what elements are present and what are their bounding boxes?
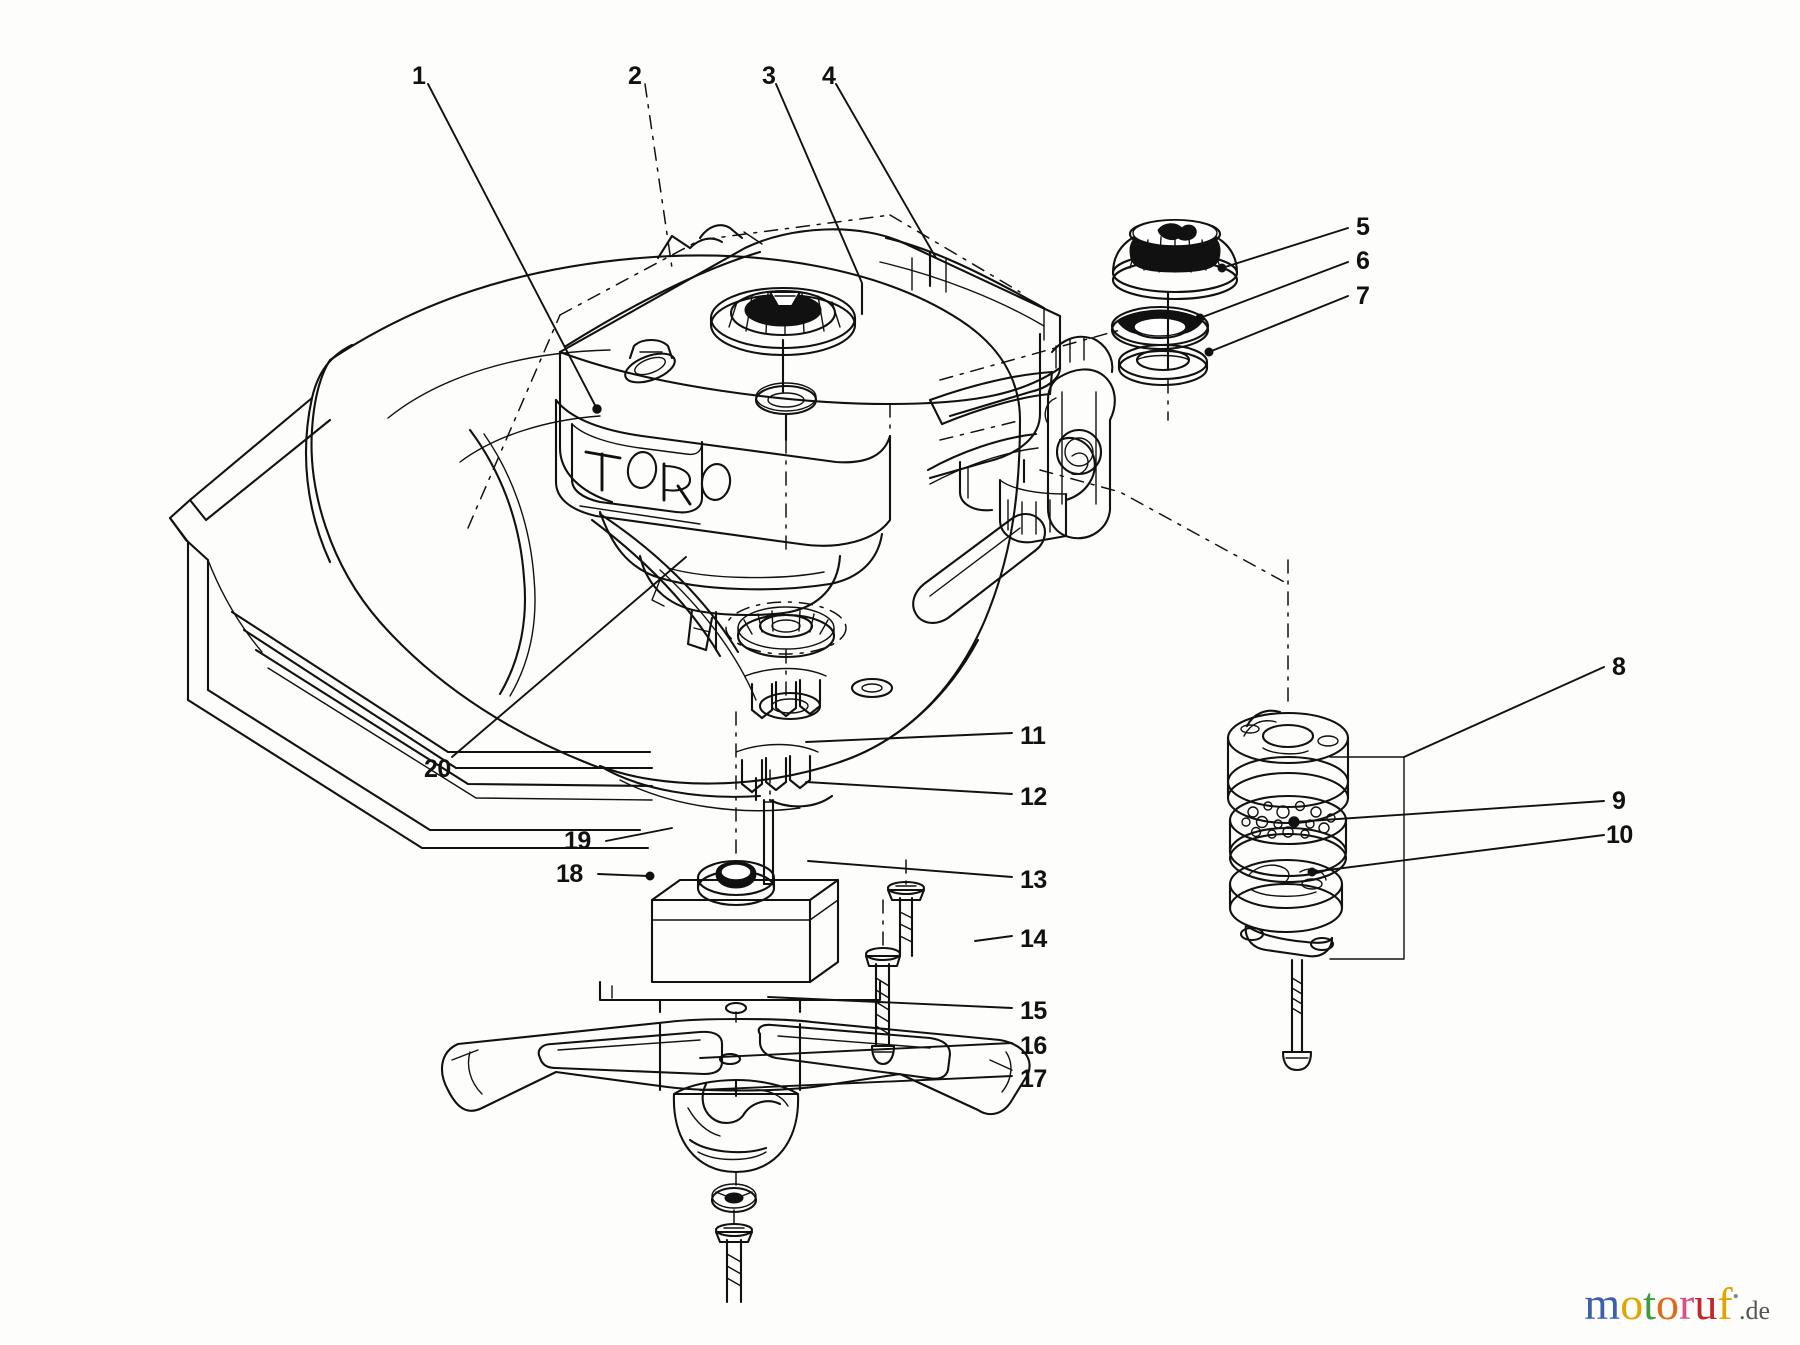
screw-thread <box>1291 977 1303 1015</box>
recoil-starter-flywheel <box>709 286 857 357</box>
watermark-letter-t: t <box>1643 1278 1656 1329</box>
toro-logo-text <box>584 450 732 506</box>
callout-label-10: 10 <box>1606 821 1633 849</box>
callout-label-19: 19 <box>564 827 591 855</box>
blade-adapter-fan <box>672 1078 800 1174</box>
motoruf-watermark: motoruf•.de <box>1584 1281 1770 1327</box>
fuel-cap-stack <box>1110 218 1239 387</box>
deck-vent-slots <box>735 743 819 794</box>
blade-spindle-bracket <box>598 859 882 1015</box>
engine-mounting-bolt <box>864 946 902 1066</box>
air-cleaner-assembly <box>1226 709 1350 1072</box>
cutting-blade <box>440 1017 1031 1116</box>
leader-lines <box>427 83 1605 1091</box>
callout-label-1: 1 <box>412 62 426 90</box>
watermark-dot: • <box>1732 1286 1739 1307</box>
mower-deck-housing <box>168 214 1116 850</box>
callout-label-17: 17 <box>1020 1065 1047 1093</box>
callout-label-20: 20 <box>424 755 451 783</box>
drive-pulley <box>725 601 894 699</box>
callout-label-15: 15 <box>1020 997 1047 1025</box>
callout-label-11: 11 <box>1020 722 1046 750</box>
callout-label-12: 12 <box>1020 783 1047 811</box>
watermark-letter-o2: o <box>1655 1278 1679 1329</box>
watermark-letter-r: r <box>1678 1278 1695 1329</box>
callout-label-13: 13 <box>1020 866 1047 894</box>
callout-label-3: 3 <box>762 62 776 90</box>
callout-label-2: 2 <box>628 62 642 90</box>
watermark-letter-o1: o <box>1620 1278 1644 1329</box>
engine-assembly <box>554 224 1096 652</box>
callout-label-18: 18 <box>556 860 583 888</box>
callout-label-6: 6 <box>1356 247 1370 275</box>
callout-label-8: 8 <box>1612 653 1626 681</box>
deck-vent-slots-2 <box>754 776 834 808</box>
deck-bolt <box>886 880 926 958</box>
watermark-letter-f: f <box>1717 1278 1733 1329</box>
watermark-tld: .de <box>1738 1296 1770 1325</box>
callout-label-4: 4 <box>822 62 836 90</box>
assembly-centerlines <box>733 329 1289 1229</box>
callout-label-7: 7 <box>1356 282 1370 310</box>
callout-label-14: 14 <box>1020 925 1047 953</box>
watermark-letter-m: m <box>1584 1278 1621 1329</box>
callout-label-16: 16 <box>1020 1032 1047 1060</box>
watermark-letter-u: u <box>1694 1278 1718 1329</box>
callout-label-5: 5 <box>1356 213 1370 241</box>
callout-label-9: 9 <box>1612 787 1626 815</box>
blade-lock-washer <box>710 1183 758 1214</box>
blade-bolt <box>714 1222 754 1304</box>
